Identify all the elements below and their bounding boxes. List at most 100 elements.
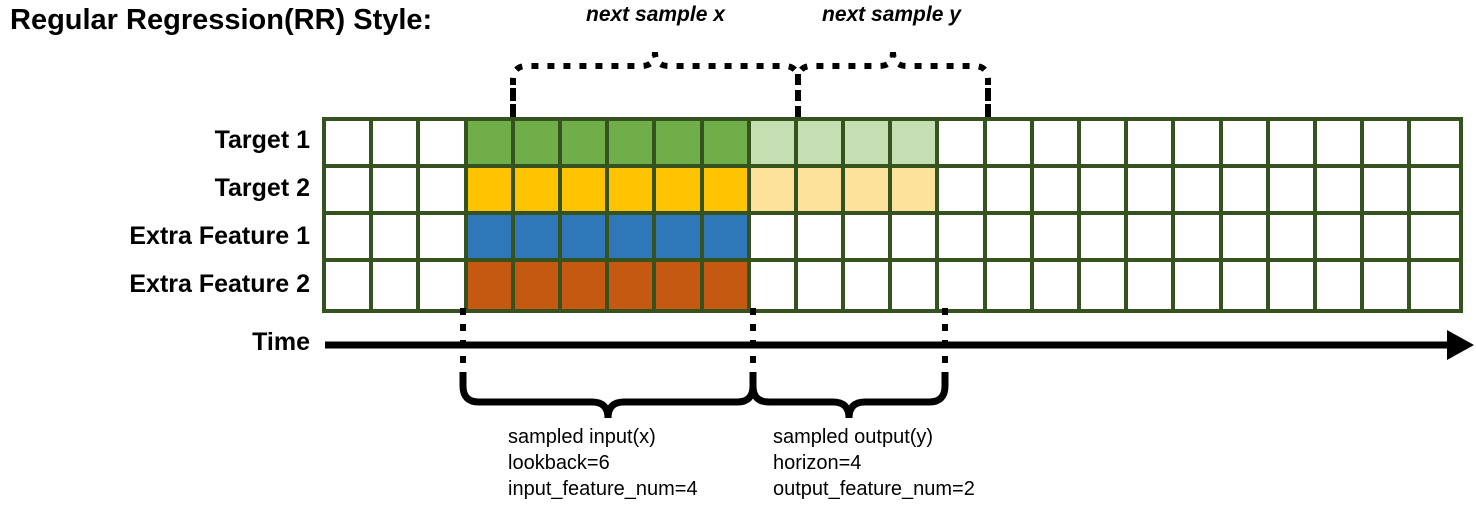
grid-cell-empty [1316,215,1365,262]
top-brace-next-sample-y-right [890,51,991,117]
grid-cell-empty [373,262,421,309]
grid-cell-input [514,215,562,262]
grid-cell-empty [1269,262,1317,309]
grid-cell-empty [1269,168,1317,215]
grid-cell-empty [326,215,374,262]
grid-cell-empty [1033,168,1081,215]
sampled-input-lookback: lookback=6 [508,452,610,474]
grid-cell-empty [986,168,1034,215]
grid-cell-empty [1222,262,1270,309]
grid-cell-empty [1081,215,1129,262]
grid-cell-empty [1175,168,1223,215]
grid-cell-empty [892,215,940,262]
grid-cell-empty [1316,121,1365,168]
bottom-brace-output-left [749,372,853,419]
grid-cell-input [656,262,704,309]
grid-cell-empty [750,215,798,262]
grid-cell-input [703,262,751,309]
grid-cell-empty [326,121,374,168]
grid-cell-empty [420,215,468,262]
grid-cell-empty [1411,168,1459,215]
grid-cell-input [514,262,562,309]
bottom-brace-output-right [845,372,949,419]
grid-cell-input [514,168,562,215]
top-brace-next-sample-x-left [510,51,658,117]
grid-cell-empty [939,262,987,309]
grid-cell-empty [1128,121,1176,168]
right-arrow-icon [1447,330,1474,360]
grid-row [326,168,1459,215]
grid-cell-empty [939,168,987,215]
sampled-output-horizon: horizon=4 [773,452,862,474]
grid-cell-input [561,121,610,168]
grid-cell-empty [1081,168,1129,215]
grid-cell-empty [373,168,421,215]
next-sample-x-label: next sample x [586,3,725,26]
grid-cell-empty [1269,215,1317,262]
sampled-output-caption: sampled output(y) horizon=4 output_featu… [773,424,975,502]
grid-cell-output [750,168,798,215]
row-label-target-2: Target 2 [214,174,310,202]
grid-cell-empty [326,168,374,215]
sampled-input-title: sampled input(x) [508,426,656,448]
grid-cell-empty [1081,262,1129,309]
grid-cell-output [797,121,846,168]
grid-cell-input [656,215,704,262]
grid-cell-empty [420,168,468,215]
grid-cell-empty [939,215,987,262]
grid-row [326,215,1459,262]
grid-cell-empty [986,262,1034,309]
grid-cell-empty [1411,121,1459,168]
bottom-brace-input-left [459,372,612,419]
time-axis [325,330,1474,360]
grid-cell-input [514,121,562,168]
grid-cell-input [561,262,610,309]
grid-cell-empty [1222,168,1270,215]
grid-cell-empty [1033,215,1081,262]
grid-cell-output [892,121,940,168]
sampled-input-caption: sampled input(x) lookback=6 input_featur… [508,424,698,502]
grid-cell-empty [1081,121,1129,168]
row-label-extra-feature-1: Extra Feature 1 [129,222,310,250]
grid-cell-empty [1316,262,1365,309]
grid-cell-input [561,168,610,215]
grid-cell-empty [797,262,846,309]
grid-cell-input [656,121,704,168]
grid-cell-empty [1128,168,1176,215]
row-label-target-1: Target 1 [214,126,310,154]
grid-cell-empty [1175,121,1223,168]
page-title: Regular Regression(RR) Style: [10,4,433,36]
grid-cell-empty [986,215,1034,262]
grid-cell-empty [420,262,468,309]
sampled-input-feature-num: input_feature_num=4 [508,478,698,500]
grid-cell-empty [1033,262,1081,309]
grid-cell-empty [1364,215,1412,262]
grid-cell-input [561,215,610,262]
top-brace-next-sample-y-left [795,51,896,117]
grid-cell-empty [892,262,940,309]
row-label-extra-feature-2: Extra Feature 2 [129,270,310,298]
grid-cell-empty [326,262,374,309]
grid-cell-output [845,168,893,215]
grid-cell-empty [1033,121,1081,168]
grid-cell-empty [845,215,893,262]
grid-cell-output [845,121,893,168]
grid-cell-empty [1316,168,1365,215]
grid-cell-empty [1128,262,1176,309]
grid-cell-empty [1364,168,1412,215]
grid-cell-input [656,168,704,215]
grid-cell-input [467,168,515,215]
sampled-output-title: sampled output(y) [773,426,934,448]
grid-cell-empty [1269,121,1317,168]
grid-cell-empty [1222,121,1270,168]
grid-cell-input [467,215,515,262]
grid-cell-input [467,262,515,309]
grid-cell-empty [373,215,421,262]
grid-cell-empty [1364,121,1412,168]
grid-cell-empty [750,262,798,309]
grid-cell-input [609,168,657,215]
time-axis-label: Time [252,328,310,356]
grid-cell-output [797,168,846,215]
grid-cell-empty [1364,262,1412,309]
